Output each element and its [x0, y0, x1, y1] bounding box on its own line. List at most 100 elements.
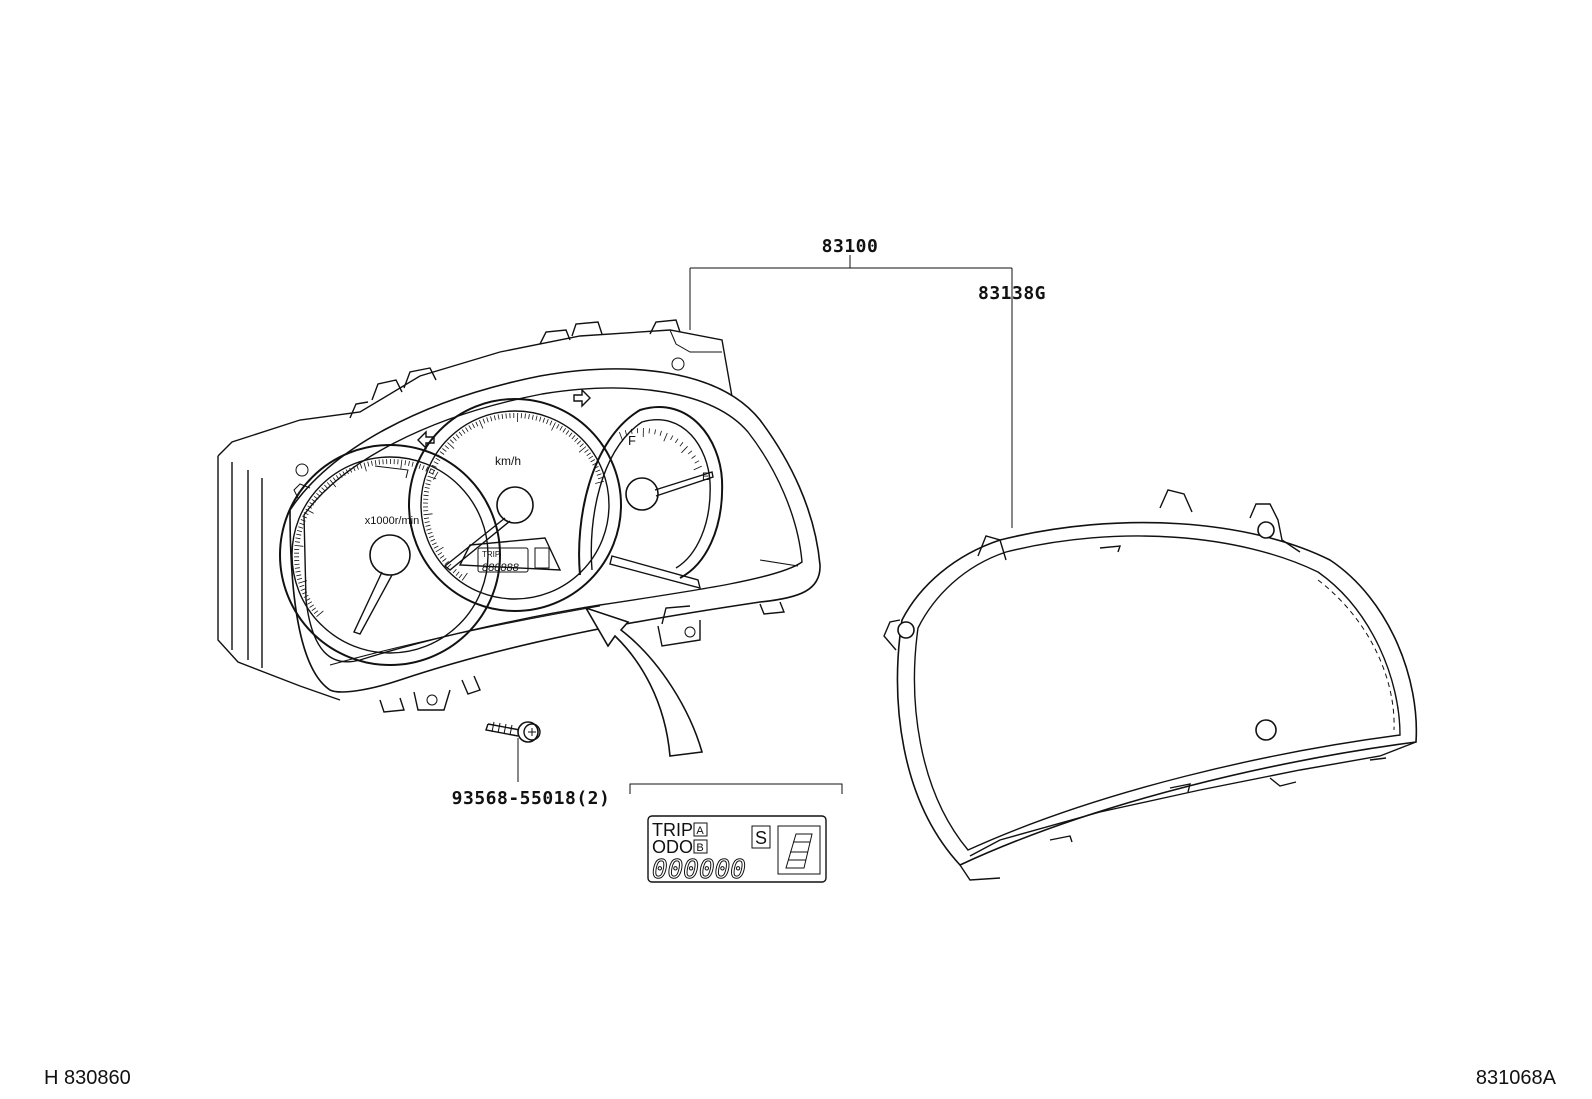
- gauge-tick: [694, 460, 700, 464]
- gauge-tick: [411, 461, 414, 467]
- gauge-tick: [597, 477, 603, 480]
- callout-assembly: 83100: [822, 236, 879, 257]
- gauge-tick: [302, 515, 308, 519]
- gauge-tick: [311, 607, 317, 612]
- gauge-tick: [693, 465, 702, 471]
- gauge-tick: [425, 466, 429, 472]
- gauge-tick: [424, 521, 430, 523]
- gauge-tick: [309, 502, 315, 506]
- gauge-tick: [294, 563, 300, 565]
- meter-glass-83138g: [883, 489, 1418, 881]
- gauge-tick: [691, 455, 696, 459]
- lcd-s-label: S: [755, 828, 767, 848]
- gauge-tick: [299, 584, 305, 588]
- gauge-tick: [479, 420, 484, 429]
- gauge-tick: [307, 505, 313, 509]
- gauge-tick: [497, 414, 500, 420]
- gauge-tick: [590, 459, 596, 463]
- gauge-tick: [408, 460, 410, 466]
- gauge-tick: [468, 425, 472, 430]
- gauge-tick: [428, 535, 434, 538]
- gauge-tick: [339, 473, 343, 478]
- gauge-tick: [316, 610, 324, 618]
- gauge-tick: [648, 428, 650, 434]
- gauge-tick: [505, 413, 507, 419]
- gauge-tick: [423, 517, 430, 520]
- gauge-tick: [435, 546, 444, 553]
- gauge-tick: [452, 436, 457, 441]
- gauge-tick: [574, 437, 579, 442]
- gauge-tick: [586, 452, 592, 457]
- gauge-tick: [546, 419, 549, 425]
- gauge-tick: [321, 487, 326, 492]
- gauge-tick: [528, 414, 530, 420]
- gauge-tick: [433, 461, 439, 465]
- footer-left-code: H 830860: [44, 1067, 131, 1089]
- gauge-tick: [431, 542, 437, 546]
- gauge-tick: [430, 538, 436, 542]
- gauge-tick: [679, 442, 684, 447]
- gauge-tick: [326, 482, 331, 487]
- gauge-tick: [670, 435, 674, 441]
- speed-unit-label: km/h: [495, 454, 521, 468]
- mini-lcd-digits: 888888: [482, 562, 520, 574]
- gauge-tick: [681, 446, 688, 454]
- gauge-tick: [297, 577, 303, 580]
- gauge-tick: [378, 459, 380, 465]
- gauge-tick: [571, 435, 576, 440]
- gauge-tick: [475, 421, 479, 427]
- fuel-empty-label: E: [702, 471, 709, 483]
- gauge-tick: [302, 591, 308, 595]
- gauge-tick: [374, 460, 377, 466]
- gauge-tick: [458, 431, 463, 437]
- gauge-tick: [423, 513, 433, 516]
- gauge-tick: [439, 451, 445, 455]
- gauge-tick: [654, 429, 656, 435]
- gauge-tick: [305, 598, 311, 602]
- callout-screw: 93568-55018(2): [452, 788, 611, 809]
- gauge-tick: [535, 415, 538, 421]
- gauge-tick: [305, 508, 314, 514]
- gauge-tick: [559, 425, 563, 431]
- gauge-tick: [486, 417, 489, 423]
- odometer-lcd-detail: TRIP A ODO B S 000000: [629, 783, 843, 886]
- gauge-tick: [444, 445, 449, 450]
- gauge-tick: [539, 416, 542, 422]
- gauge-tick: [437, 552, 443, 556]
- gauge-tick: [307, 601, 313, 605]
- gauge-tick: [431, 464, 437, 468]
- gauge-tick: [400, 459, 403, 469]
- gauge-tick: [435, 457, 441, 462]
- gauge-tick: [549, 420, 553, 426]
- gauge-tick: [296, 574, 302, 577]
- gauge-tick: [578, 446, 587, 453]
- gauge-tick: [465, 427, 469, 432]
- gauge-tick: [427, 532, 433, 535]
- gauge-tick: [300, 588, 306, 591]
- gauge-tick: [359, 463, 363, 469]
- gauge-tick: [659, 430, 662, 436]
- gauge-tick: [461, 429, 466, 434]
- gauge-tick: [367, 461, 370, 467]
- leader-lines: [517, 255, 1013, 782]
- lcd-trip-label: TRIP: [652, 820, 693, 840]
- gauge-tick: [299, 522, 305, 526]
- gauge-tick: [619, 431, 623, 441]
- gauge-tick: [418, 463, 421, 469]
- gauge-tick: [423, 494, 429, 497]
- gauge-tick: [424, 487, 430, 489]
- gauge-tick: [584, 449, 589, 453]
- gauge-tick: [687, 450, 693, 455]
- gauge-tick: [444, 560, 449, 565]
- gauge-tick: [565, 430, 570, 435]
- gauge-tick: [551, 422, 556, 431]
- gauge-tick: [303, 512, 309, 516]
- gauge-tick: [342, 471, 346, 476]
- lcd-odometer-digits: 000000: [652, 855, 746, 885]
- gauge-tick: [579, 443, 584, 448]
- gauge-tick: [349, 467, 353, 473]
- gauge-tick: [295, 570, 301, 573]
- gauge-tick: [332, 477, 337, 482]
- gauge-tick: [422, 465, 425, 471]
- gauge-tick: [404, 460, 407, 466]
